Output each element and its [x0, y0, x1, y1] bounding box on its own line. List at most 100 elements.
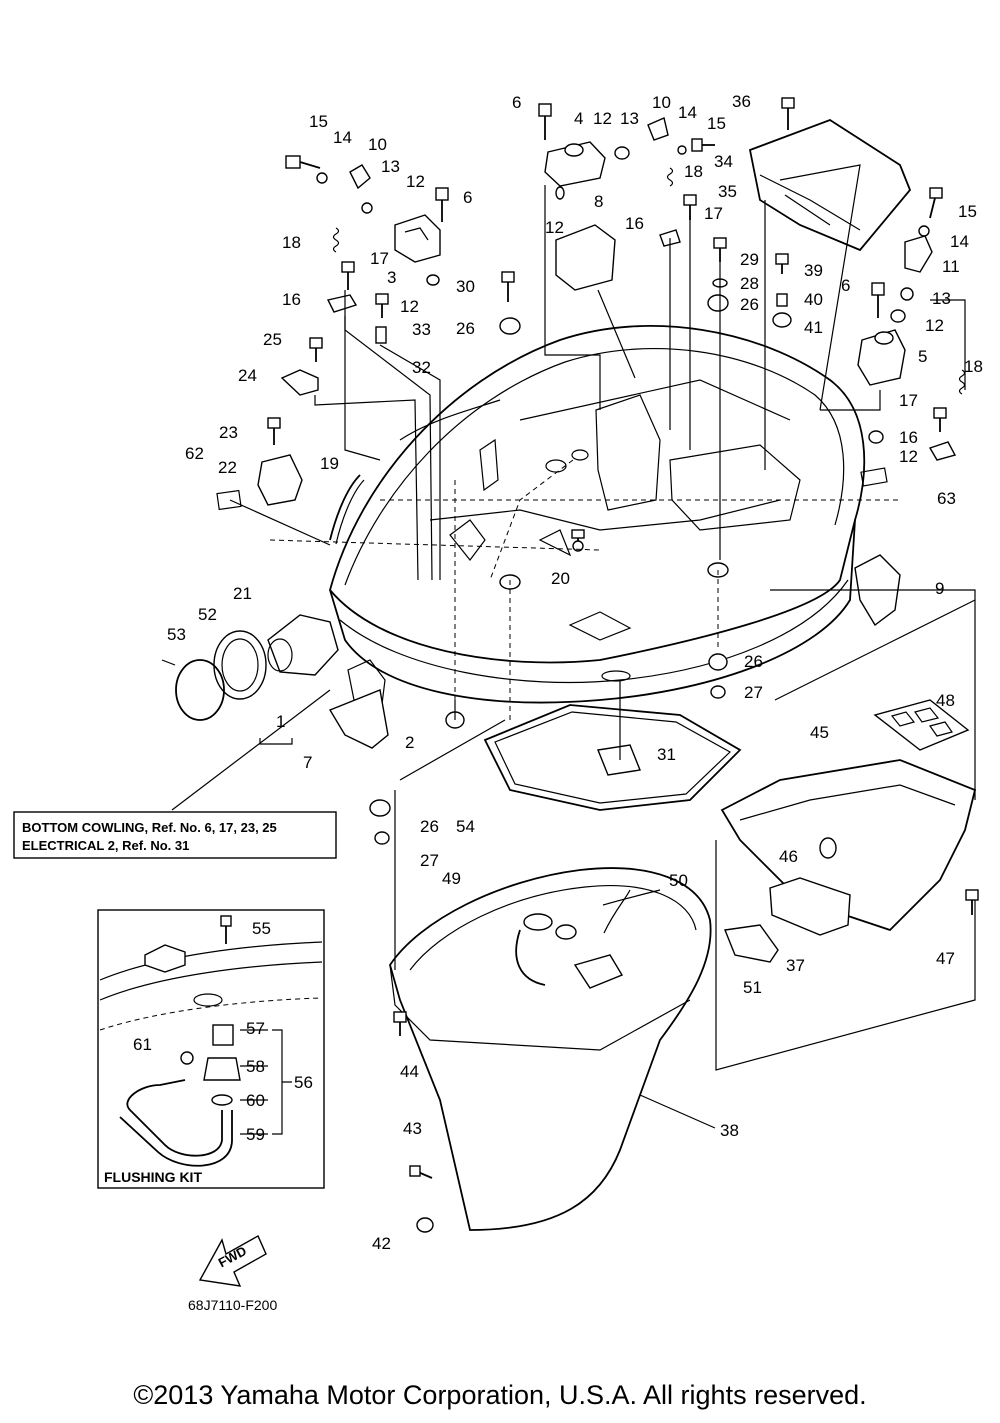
callout-51: 51 [743, 978, 762, 997]
callout-12: 12 [400, 297, 419, 316]
callout-53: 53 [167, 625, 186, 644]
callout-58: 58 [246, 1057, 265, 1076]
label-sticker-62 [216, 489, 242, 511]
part-7 [328, 689, 389, 749]
reference-box: BOTTOM COWLING, Ref. No. 6, 17, 23, 25 E… [13, 811, 337, 859]
callout-18: 18 [282, 233, 301, 252]
part-37 [769, 877, 851, 936]
callout-18: 18 [684, 162, 703, 181]
callout-26: 26 [420, 817, 439, 836]
callout-13: 13 [932, 289, 951, 308]
bottom-cowling [329, 325, 866, 704]
callout-42: 42 [372, 1234, 391, 1253]
callout-16: 16 [282, 290, 301, 309]
part-22 [257, 454, 303, 506]
callout-23: 23 [219, 423, 238, 442]
bracket-3 [394, 214, 441, 263]
callout-15: 15 [707, 114, 726, 133]
callout-20: 20 [551, 569, 570, 588]
callout-1: 1 [276, 712, 285, 731]
callout-52: 52 [198, 605, 217, 624]
callout-63: 63 [937, 489, 956, 508]
part-31 [597, 744, 641, 776]
callout-13: 13 [620, 109, 639, 128]
callout-50: 50 [669, 871, 688, 890]
callout-49: 49 [442, 869, 461, 888]
callout-10: 10 [368, 135, 387, 154]
callout-46: 46 [779, 847, 798, 866]
callout-16: 16 [625, 214, 644, 233]
grommets [369, 278, 837, 1233]
bracket-4 [544, 141, 606, 187]
flushing-kit-inset: FLUSHING KIT [97, 909, 325, 1189]
part-11 [904, 235, 933, 273]
callout-48: 48 [936, 691, 955, 710]
band-53 [161, 659, 225, 721]
callouts: 15 14 10 13 12 6 18 17 3 16 12 33 25 32 … [133, 92, 983, 1253]
callout-12: 12 [406, 172, 425, 191]
bracket-5 [857, 329, 906, 386]
callout-18: 18 [964, 357, 983, 376]
seal-19 [329, 474, 365, 545]
pipe-49 [515, 913, 553, 986]
connector-20 [572, 540, 584, 552]
reference-box-line1: BOTTOM COWLING, Ref. No. 6, 17, 23, 25 [22, 820, 277, 835]
callout-39: 39 [804, 261, 823, 280]
callout-62: 62 [185, 444, 204, 463]
callout-12: 12 [545, 218, 564, 237]
callout-12: 12 [925, 316, 944, 335]
callout-14: 14 [678, 103, 697, 122]
gasket-54 [483, 704, 742, 811]
callout-26: 26 [744, 652, 763, 671]
callout-27: 27 [744, 683, 763, 702]
callout-22: 22 [218, 458, 237, 477]
callout-13: 13 [381, 157, 400, 176]
callout-59: 59 [246, 1125, 265, 1144]
cover-plate [748, 118, 912, 252]
callout-43: 43 [403, 1119, 422, 1138]
callout-41: 41 [804, 318, 823, 337]
part-50 [555, 924, 624, 989]
callout-28: 28 [740, 274, 759, 293]
callout-9: 9 [935, 579, 944, 598]
part-21 [267, 614, 339, 676]
callout-7: 7 [303, 753, 312, 772]
callout-30: 30 [456, 277, 475, 296]
callout-54: 54 [456, 817, 475, 836]
part-8 [555, 224, 616, 291]
flushing-kit-title: FLUSHING KIT [104, 1169, 202, 1185]
callout-24: 24 [238, 366, 257, 385]
callout-6: 6 [512, 93, 521, 112]
callout-17: 17 [899, 391, 918, 410]
bracket-45 [720, 759, 977, 932]
fwd-arrow-icon: FWD [198, 1235, 267, 1287]
callout-26: 26 [456, 319, 475, 338]
callout-15: 15 [958, 202, 977, 221]
callout-14: 14 [333, 128, 352, 147]
reference-box-line2: ELECTRICAL 2, Ref. No. 31 [22, 838, 189, 853]
callout-19: 19 [320, 454, 339, 473]
callout-33: 33 [412, 320, 431, 339]
callout-56: 56 [294, 1073, 313, 1092]
callout-32: 32 [412, 358, 431, 377]
callout-12: 12 [899, 447, 918, 466]
callout-38: 38 [720, 1121, 739, 1140]
apron-38 [389, 867, 712, 1231]
callout-55: 55 [252, 919, 271, 938]
plate-48 [873, 699, 970, 751]
callout-40: 40 [804, 290, 823, 309]
callout-8: 8 [594, 192, 603, 211]
callout-47: 47 [936, 949, 955, 968]
callout-29: 29 [740, 250, 759, 269]
callout-17: 17 [370, 249, 389, 268]
callout-3: 3 [387, 268, 396, 287]
callout-34: 34 [714, 152, 733, 171]
callout-26: 26 [740, 295, 759, 314]
leader-lines [171, 164, 976, 1129]
callout-14: 14 [950, 232, 969, 251]
washers-and-clips [316, 117, 957, 461]
callout-35: 35 [718, 182, 737, 201]
callout-57: 57 [246, 1019, 265, 1038]
callout-25: 25 [263, 330, 282, 349]
callout-45: 45 [810, 723, 829, 742]
